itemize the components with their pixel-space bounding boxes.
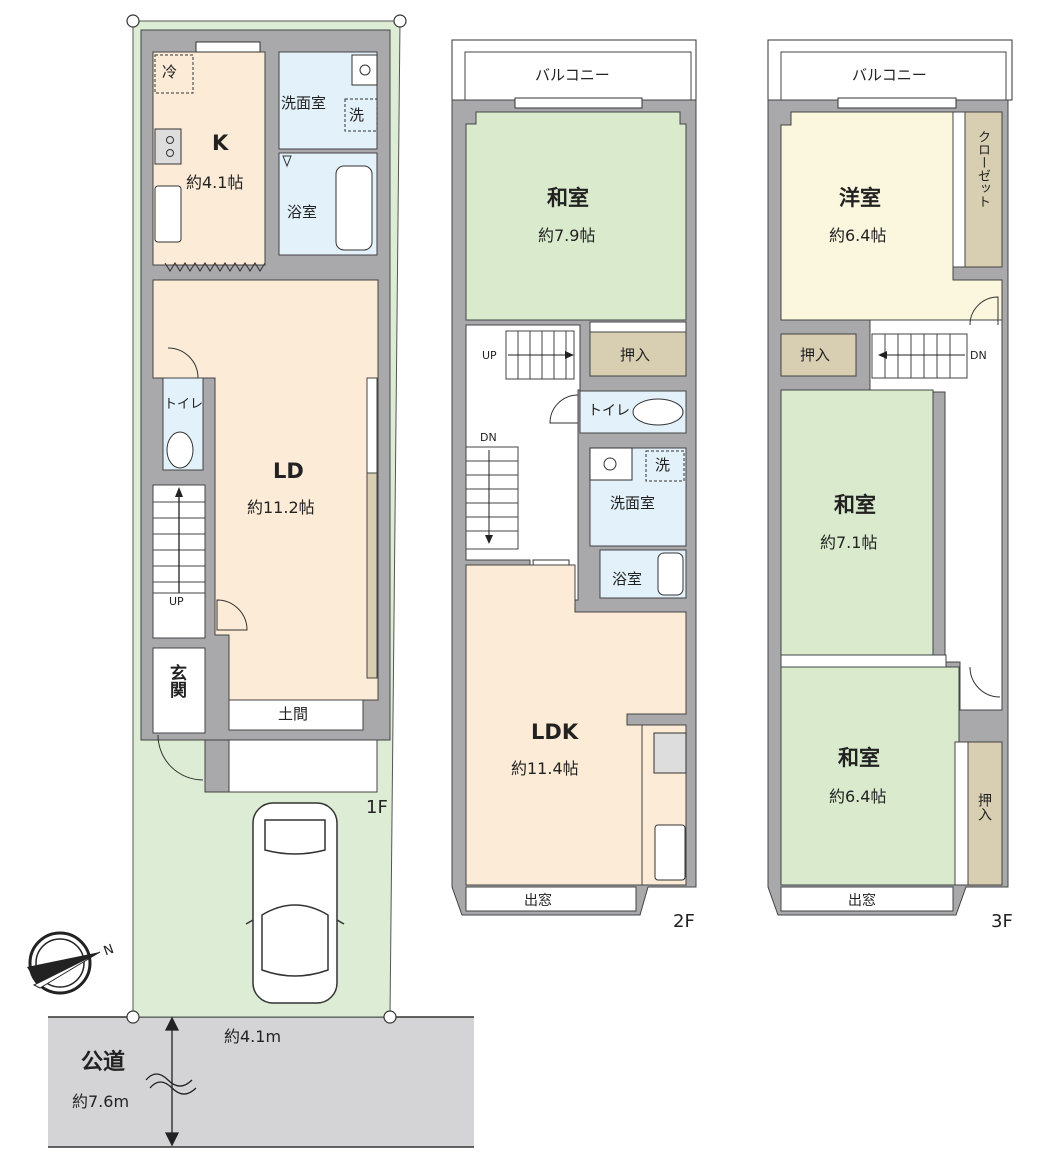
- floor2-label: 2F: [673, 911, 695, 932]
- room-ld-name: LD: [273, 459, 304, 483]
- room-doma: [228, 699, 364, 731]
- room-bath-2f-label: 浴室: [612, 570, 643, 588]
- room-ldk-2f: [465, 564, 687, 886]
- bay-window-2f-label: 出窓: [524, 893, 552, 909]
- compass-icon: [27, 931, 101, 995]
- floor1-plan: [140, 29, 391, 793]
- room-toilet-2f-label: トイレ: [588, 403, 630, 419]
- toilet-icon: [166, 431, 194, 469]
- road-width-dimension: 約7.6m: [72, 1092, 130, 1111]
- bay-window-3f-label: 出窓: [848, 893, 876, 909]
- room-ld-size: 約11.2帖: [247, 498, 315, 517]
- road: [48, 1017, 474, 1147]
- room-bath-1f-label: 浴室: [287, 203, 318, 221]
- fridge-icon: [154, 54, 194, 94]
- room-ldk-size: 約11.4帖: [511, 759, 579, 778]
- room-washitsu-b-3f-name: 和室: [838, 746, 880, 770]
- room-washitsu-a-3f: [780, 389, 934, 656]
- room-washroom-1f-label: 洗面室: [281, 94, 327, 112]
- washer-icon: [344, 98, 378, 132]
- lot-corner-marker: [126, 1010, 140, 1024]
- room-oshiire-side-3f: [967, 741, 1003, 886]
- washer-label: 洗: [349, 106, 365, 124]
- fridge-label: 冷: [162, 63, 178, 81]
- bathtub-icon: [657, 552, 684, 596]
- balcony-3f-label: バルコニー: [852, 66, 927, 84]
- bathtub-icon: [335, 165, 373, 251]
- washer-icon: [645, 450, 685, 482]
- toilet-icon: [632, 398, 684, 426]
- room-closet-label: クローゼット: [975, 130, 990, 208]
- room-oshiire-top-3f-label: 押入: [800, 346, 831, 364]
- room-washroom-1f: [278, 51, 378, 150]
- lot-corner-marker: [393, 14, 407, 28]
- room-entrance: [152, 647, 206, 734]
- room-toilet-1f-label: トイレ: [164, 397, 204, 412]
- stairs-down-2f-label: DN: [480, 431, 497, 444]
- room-doma-label: 土間: [278, 705, 309, 723]
- room-oshiire-2f-label: 押入: [620, 346, 651, 364]
- floor1-label: 1F: [366, 797, 388, 818]
- stove-icon: [653, 732, 687, 774]
- room-kitchen-name: K: [212, 131, 229, 155]
- bay-window-2f: [465, 886, 637, 912]
- room-ldk-name: LDK: [531, 720, 579, 744]
- balcony-2f-label: バルコニー: [535, 66, 610, 84]
- stairs-up-1f-label: UP: [169, 595, 184, 608]
- room-youshitsu-name: 洋室: [839, 186, 881, 210]
- frontage-dimension: 約4.1m: [224, 1027, 282, 1046]
- lot-corner-marker: [126, 14, 140, 28]
- stairs-up-2f-label: UP: [482, 349, 497, 362]
- sink-icon: [154, 185, 182, 243]
- stove-icon: [154, 128, 182, 165]
- room-washitsu-b-3f-size: 約6.4帖: [829, 787, 887, 806]
- road-dimension-arrow: [164, 1016, 180, 1147]
- room-washroom-2f-label: 洗面室: [610, 494, 656, 512]
- car-icon: [245, 802, 345, 1004]
- room-closet-3f: [964, 111, 1003, 268]
- room-oshiire-top-3f: [780, 333, 857, 377]
- road-label: 公道: [81, 1050, 126, 1075]
- room-washitsu-2f: [465, 111, 687, 321]
- room-washitsu-a-3f-name: 和室: [834, 493, 876, 517]
- floor3-plan: [767, 39, 1013, 916]
- stairs-down-3f-label: DN: [970, 349, 987, 362]
- washer-2f-label: 洗: [655, 456, 671, 474]
- room-washitsu-2f-name: 和室: [547, 186, 589, 210]
- road-break-mark-icon: [145, 1073, 193, 1087]
- room-kitchen-size: 約4.1帖: [186, 173, 244, 192]
- washbasin-icon: [359, 64, 371, 76]
- floor3-label: 3F: [991, 911, 1013, 932]
- room-oshiire-side-3f-label: 押入: [976, 793, 992, 821]
- bay-window-3f: [780, 886, 954, 912]
- sink-icon: [654, 824, 686, 881]
- room-washitsu-2f-size: 約7.9帖: [538, 226, 596, 245]
- room-entrance-label: 玄関: [166, 664, 186, 698]
- room-washitsu-a-3f-size: 約7.1帖: [820, 533, 878, 552]
- accordion-door-icon: [164, 262, 266, 272]
- floor2-plan: [451, 39, 697, 916]
- lot-corner-marker: [383, 1010, 397, 1024]
- washbasin-icon: [603, 457, 617, 471]
- room-youshitsu-size: 約6.4帖: [829, 226, 887, 245]
- room-washitsu-b-3f: [780, 666, 960, 886]
